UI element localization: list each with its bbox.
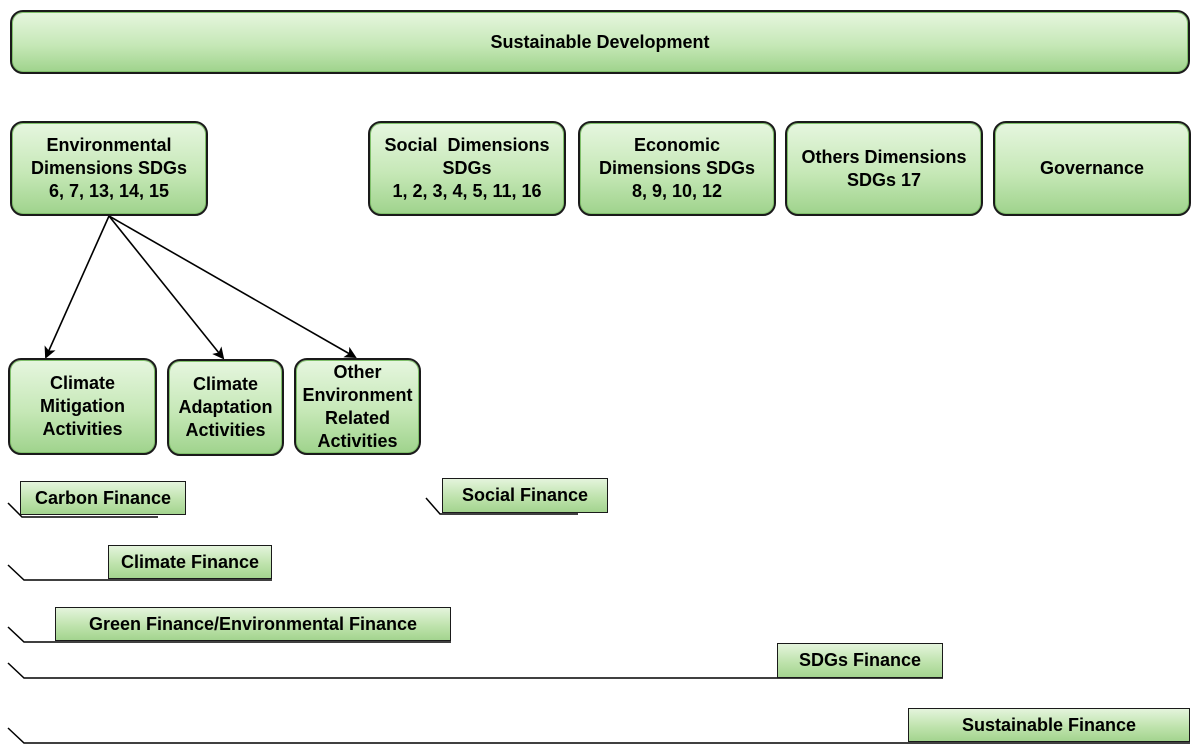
arrow-to-adaptation (108, 215, 225, 360)
governance-label: Governance (1039, 158, 1145, 178)
climate-mitigation-box: Climate Mitigation Activities (8, 358, 157, 455)
other-env-line-3: Related (324, 407, 391, 428)
carbon-finance-label: Carbon Finance (20, 481, 186, 515)
adaptation-line-2: Adaptation (178, 397, 273, 417)
social-line-3: 1, 2, 3, 4, 5, 11, 16 (392, 181, 542, 201)
social-dimensions-box: Social Dimensions SDGs 1, 2, 3, 4, 5, 11… (368, 121, 566, 216)
sustainable-development-box: Sustainable Development (10, 10, 1190, 74)
arrow-to-mitigation (44, 215, 110, 359)
sdgs-finance-label: SDGs Finance (777, 643, 943, 678)
environmental-line-1: Environmental (46, 135, 172, 155)
other-env-line-2: Environment (302, 384, 413, 405)
others-line-2: SDGs 17 (846, 169, 922, 190)
sustainable-finance-label: Sustainable Finance (908, 708, 1190, 742)
environmental-line-3: 6, 7, 13, 14, 15 (48, 181, 170, 201)
green-finance-label: Green Finance/Environmental Finance (55, 607, 451, 641)
other-env-line-1: Other (333, 361, 382, 382)
mitigation-line-3: Activities (42, 419, 123, 439)
other-env-line-4: Activities (317, 430, 398, 451)
economic-line-1: Economic (633, 135, 721, 155)
environmental-dimensions-box: Environmental Dimensions SDGs 6, 7, 13, … (10, 121, 208, 216)
arrow-to-other-environment (108, 215, 357, 358)
sustainable-development-title: Sustainable Development (490, 31, 710, 52)
environmental-line-2: Dimensions SDGs (30, 158, 188, 178)
social-line-2: SDGs (442, 158, 492, 178)
mitigation-line-1: Climate (49, 373, 116, 393)
economic-line-3: 8, 9, 10, 12 (631, 181, 723, 201)
adaptation-line-3: Activities (185, 420, 266, 440)
adaptation-line-1: Climate (192, 374, 259, 394)
climate-finance-label: Climate Finance (108, 545, 272, 579)
governance-box: Governance (993, 121, 1191, 216)
mitigation-line-2: Mitigation (40, 396, 125, 416)
other-environment-box: Other Environment Related Activities (294, 358, 421, 455)
climate-adaptation-box: Climate Adaptation Activities (167, 359, 284, 456)
others-line-1: Others Dimensions (801, 146, 967, 167)
economic-line-2: Dimensions SDGs (598, 158, 756, 178)
others-dimensions-box: Others Dimensions SDGs 17 (785, 121, 983, 216)
social-finance-label: Social Finance (442, 478, 608, 513)
social-line-1: Social Dimensions (384, 135, 550, 155)
economic-dimensions-box: Economic Dimensions SDGs 8, 9, 10, 12 (578, 121, 776, 216)
